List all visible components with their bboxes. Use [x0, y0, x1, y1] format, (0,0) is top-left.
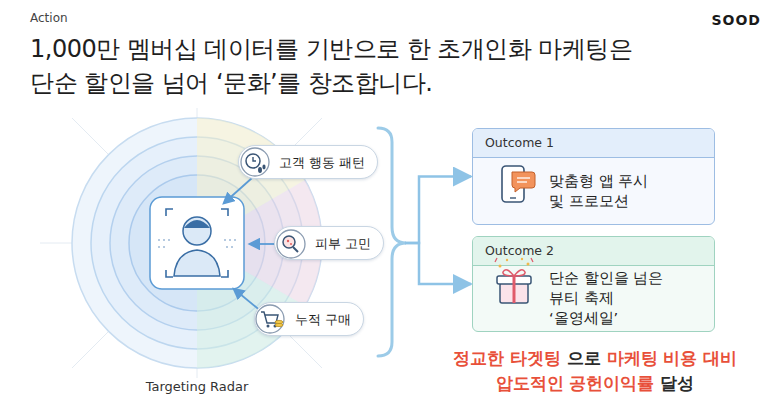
outcome-body: 단순 할인을 넘은 뷰티 축제 ‘올영세일’ — [549, 265, 681, 331]
factor-pill: 피부 고민 — [274, 226, 384, 260]
section-tag: Action — [30, 11, 68, 25]
targeting-radar: Targeting Radar 고객 행동 패턴피부 고민누적 구매 — [40, 112, 405, 402]
factor-label: 고객 행동 패턴 — [279, 155, 365, 170]
highlight-text: 정교한 타겟팅 — [453, 348, 561, 368]
outcome-text: 단순 할인을 넘은 뷰티 축제 ‘올영세일’ — [549, 268, 681, 328]
plain-text: 으로 — [567, 348, 601, 368]
factor-label: 피부 고민 — [315, 236, 371, 251]
factor-pill: 누적 구매 — [254, 302, 364, 336]
factor-pill: 고객 행동 패턴 — [238, 145, 378, 179]
brand-logo: SOOD — [711, 12, 761, 28]
plain-text: 달성 — [660, 373, 694, 393]
flow-arrow — [405, 177, 471, 244]
outcome-text: 맞춤형 앱 푸시 및 프로모션 — [549, 171, 654, 211]
outcome-heading: Outcome 1 — [473, 129, 714, 158]
radar-title: Targeting Radar — [137, 379, 257, 394]
result-statement: 정교한 타겟팅 으로 마케팅 비용 대비압도적인 공헌이익률달성 — [430, 346, 760, 396]
factor-label: 누적 구매 — [295, 312, 351, 327]
outcome-heading: Outcome 2 — [473, 237, 714, 266]
outcome-body: 맞춤형 앱 푸시 및 프로모션 — [549, 157, 654, 224]
highlight-text: 압도적인 공헌이익률 — [496, 373, 655, 393]
slide-title: 1,000만 멤버십 데이터를 기반으로 한 초개인화 마케팅은 단순 할인을 … — [30, 32, 645, 100]
flow-arrow — [405, 243, 471, 284]
highlight-text: 마케팅 비용 대비 — [607, 348, 738, 368]
outcome-box: Outcome 2단순 할인을 넘은 뷰티 축제 ‘올영세일’ — [472, 236, 715, 332]
outcome-box: Outcome 1 맞춤형 앱 푸시 및 프로모션 — [472, 128, 715, 225]
